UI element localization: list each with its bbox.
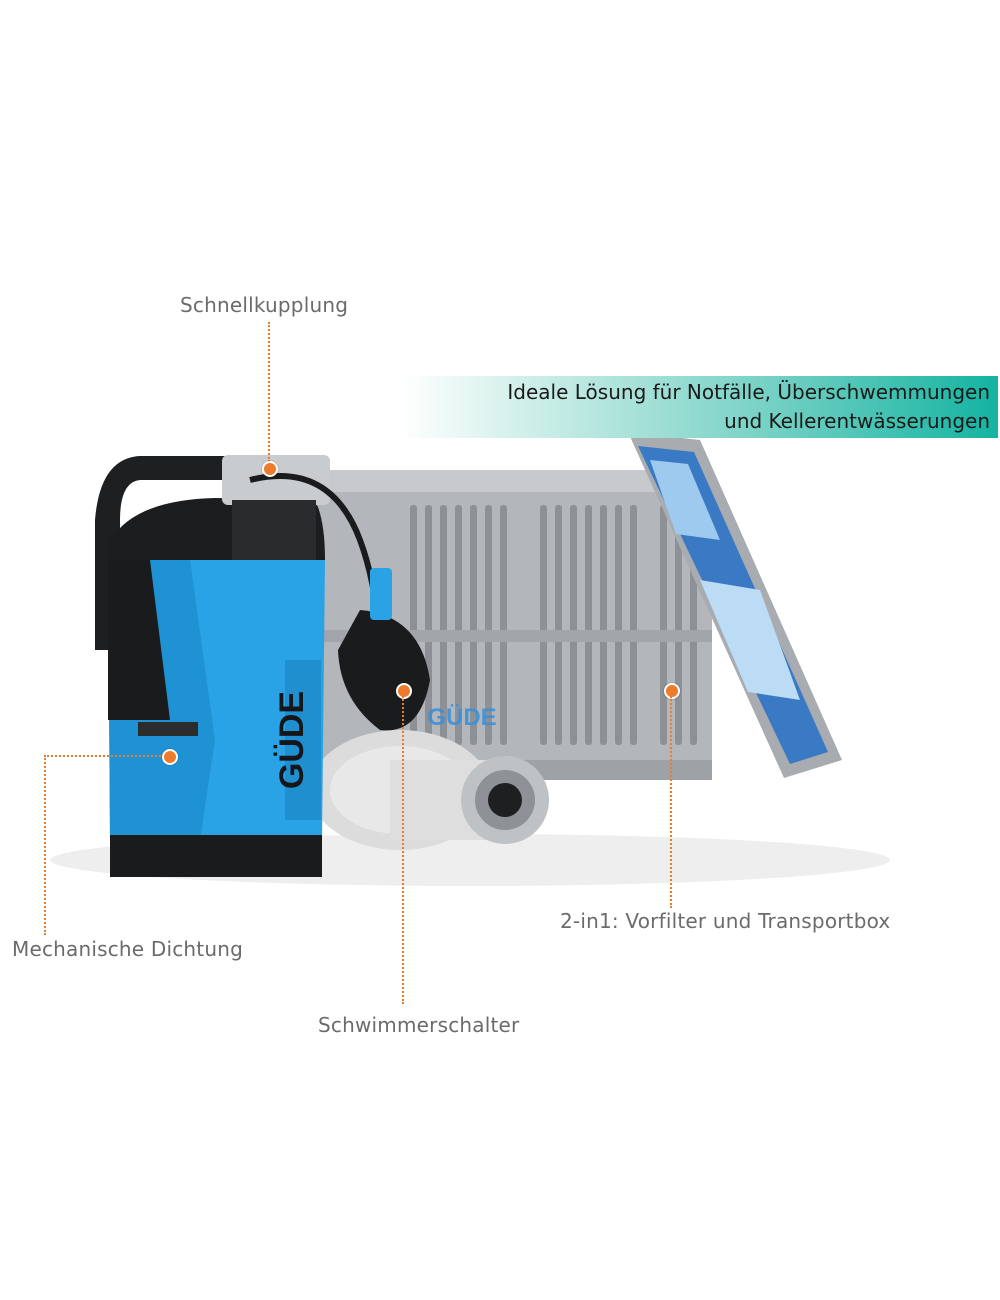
box-lid xyxy=(628,432,842,778)
hotspot-float-switch xyxy=(396,683,412,699)
hotspot-seal xyxy=(162,749,178,765)
headline-banner: Ideale Lösung für Notfälle, Überschwemmu… xyxy=(402,376,998,438)
pump-logo: GÜDE xyxy=(273,691,311,789)
hotspot-box xyxy=(664,683,680,699)
callout-line-box xyxy=(670,696,672,908)
callout-line-float-switch xyxy=(402,696,404,1004)
box-logo: GÜDE xyxy=(427,704,496,731)
label-transportbox: 2-in1: Vorfilter und Transportbox xyxy=(560,909,891,933)
callout-line-seal-v xyxy=(44,755,46,935)
pump xyxy=(95,455,430,877)
label-schwimmerschalter: Schwimmerschalter xyxy=(318,1013,520,1037)
hotspot-coupling xyxy=(262,461,278,477)
hose xyxy=(310,730,549,850)
callout-line-seal-h xyxy=(44,755,168,757)
headline-line-1: Ideale Lösung für Notfälle, Überschwemmu… xyxy=(507,380,990,404)
headline-line-2: und Kellerentwässerungen xyxy=(724,409,990,433)
headline-text: Ideale Lösung für Notfälle, Überschwemmu… xyxy=(507,378,990,436)
callout-line-coupling xyxy=(268,322,270,462)
label-mechanische-dichtung: Mechanische Dichtung xyxy=(12,937,243,961)
label-schnellkupplung: Schnellkupplung xyxy=(180,293,349,317)
